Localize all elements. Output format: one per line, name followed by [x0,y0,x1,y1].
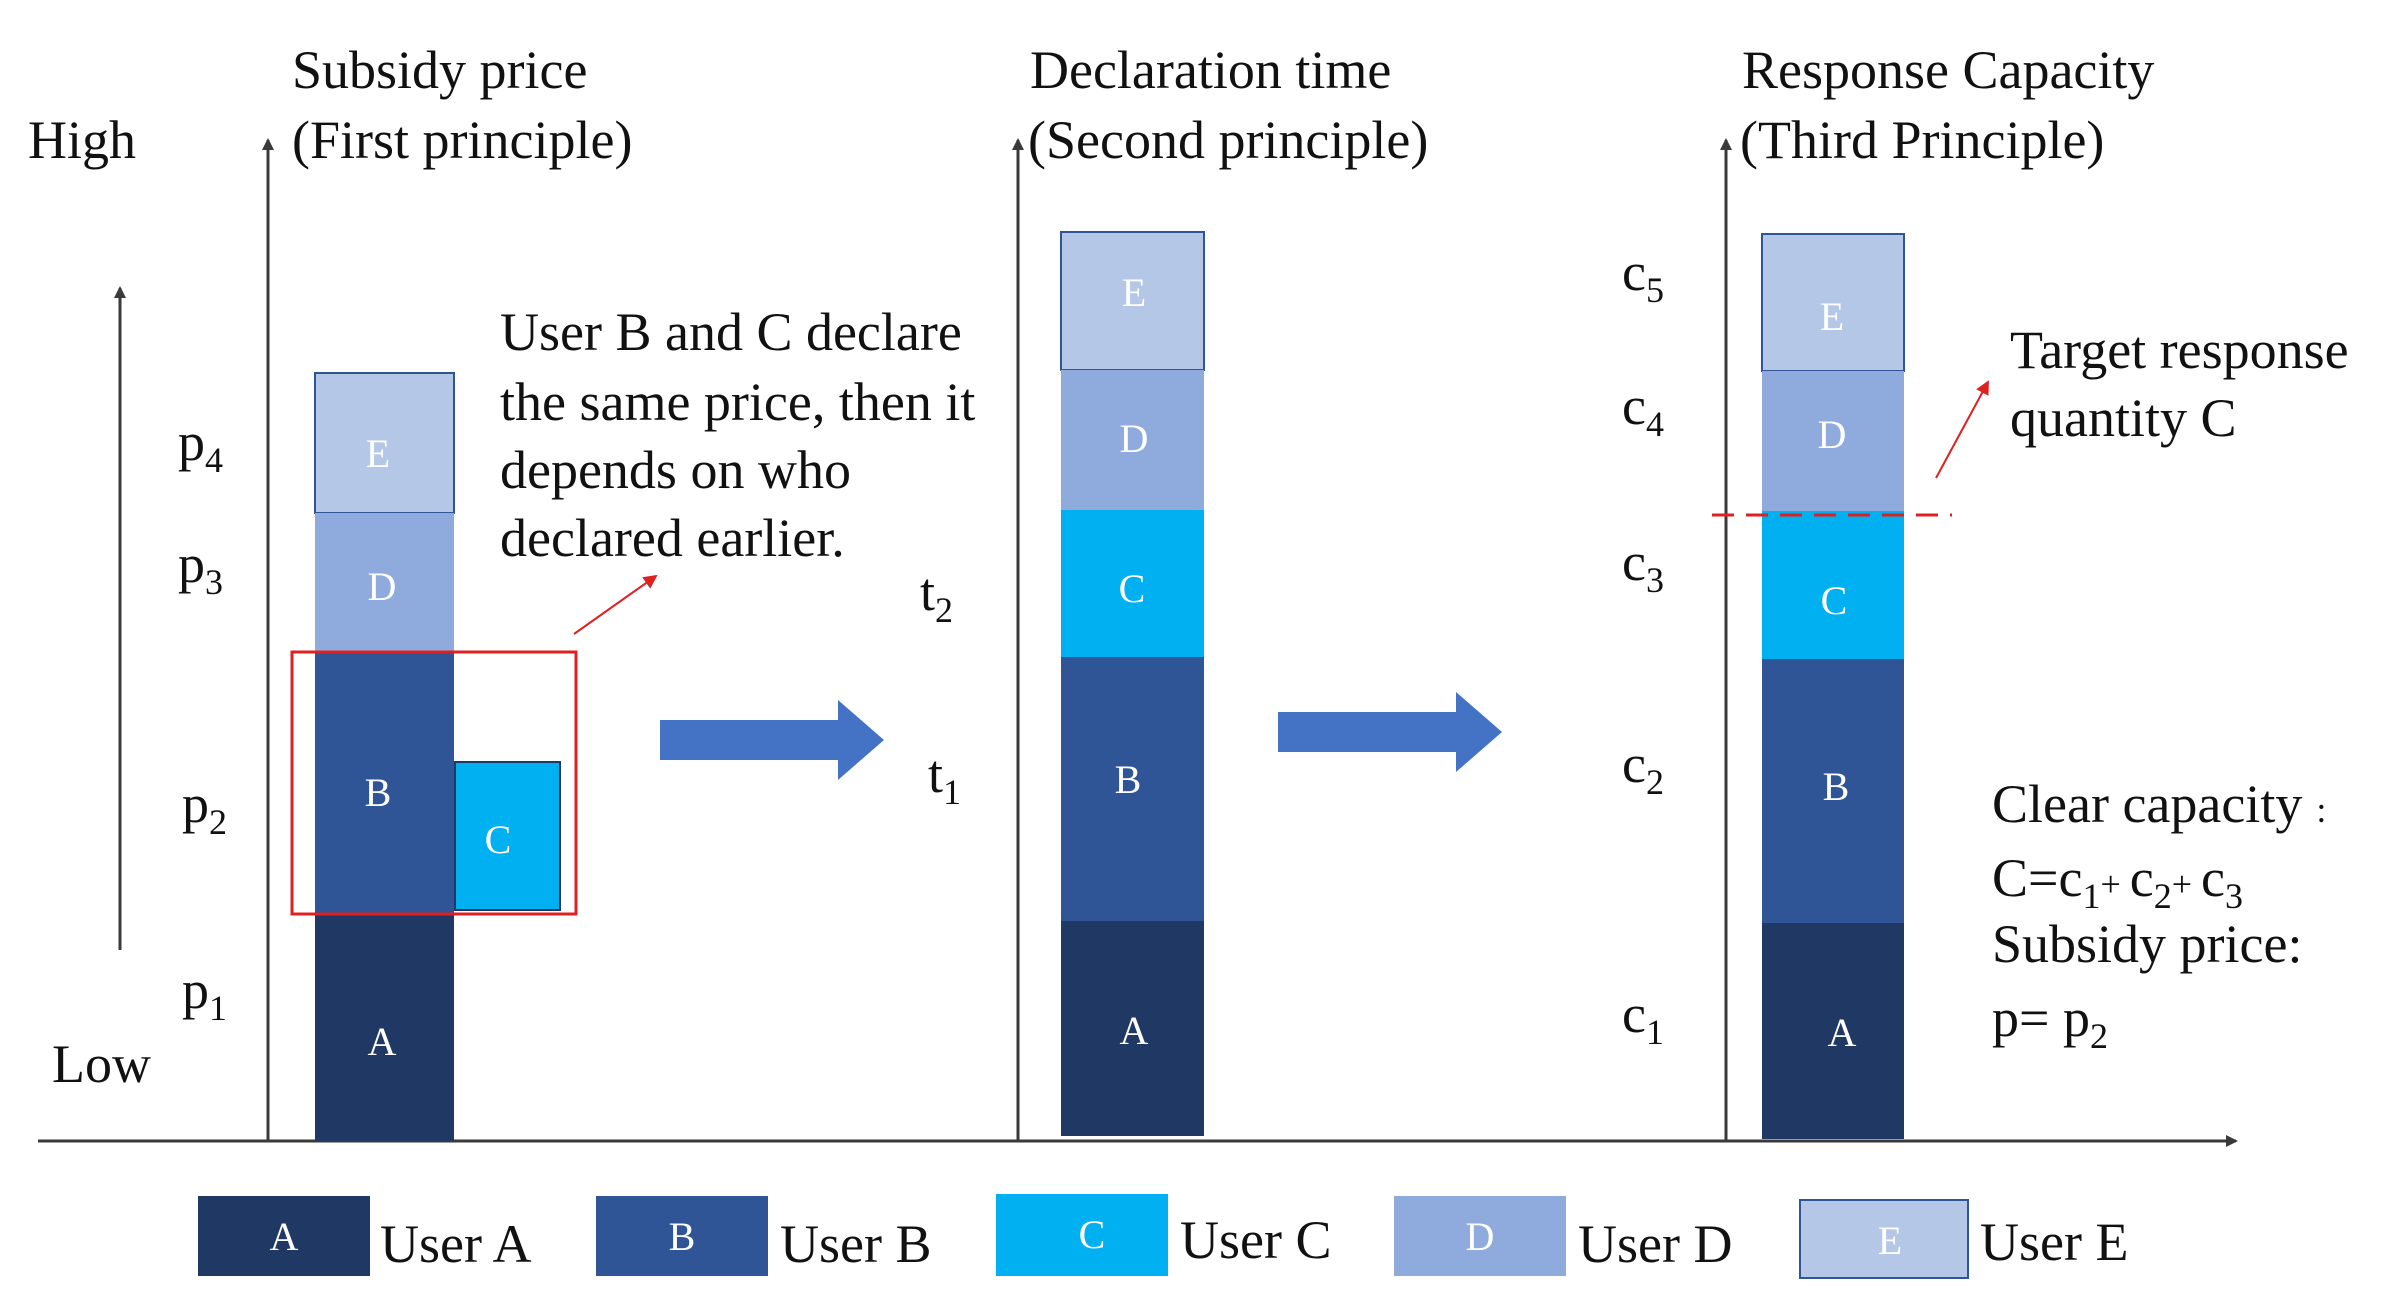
legend-swatch-user-e [1799,1199,1969,1279]
panel2-block-label-c: C [1119,566,1146,611]
panel1-block-label-a: A [368,1019,397,1064]
panel1-block-label-e: E [366,431,390,476]
legend-swatch-user-d [1394,1196,1566,1276]
price-level-p1: p1 [182,960,227,1028]
panel-declaration-time: Declaration time (Second principle) t2 t… [920,40,1428,1141]
flow-arrow-1 [660,700,884,780]
panel2-title-line2: (Second principle) [1028,110,1428,170]
panel3-block-label-a: A [1828,1010,1857,1055]
panel3-block-label-c: C [1821,578,1848,623]
capacity-c3: c3 [1622,532,1664,600]
panel1-block-user-b [315,652,454,915]
legend-code-a: A [270,1214,299,1259]
panel1-block-label-b: B [365,770,392,815]
target-label-line2: quantity C [2010,388,2237,448]
time-t2: t2 [920,562,953,630]
clear-capacity-label: Clear capacity: [1992,774,2326,834]
panel3-block-user-b [1762,659,1904,923]
panel3-block-user-d [1762,371,1904,511]
panel3-block-label-b: B [1823,764,1850,809]
clear-capacity-formula: C=c1+ c2+ c3 [1992,848,2243,916]
panel3-title-line1: Response Capacity [1742,40,2154,100]
panel2-block-label-b: B [1115,757,1142,802]
legend-swatch-user-c [996,1194,1168,1276]
low-label: Low [52,1034,151,1094]
legend-label-user-c: User C [1180,1210,1331,1270]
panel3-title-line2: (Third Principle) [1740,110,2104,170]
note-pointer-arrow [573,574,658,635]
panel2-block-label-d: D [1120,416,1149,461]
capacity-c4: c4 [1622,376,1664,444]
target-pointer-arrow [1935,380,1989,479]
panel2-block-label-a: A [1120,1008,1149,1053]
flow-arrow-2 [1278,692,1502,772]
tie-break-note-line3: depends on who [500,440,851,500]
capacity-c2: c2 [1622,734,1664,802]
panel2-block-user-b [1061,657,1204,921]
panel2-block-user-c [1061,510,1204,657]
legend-label-user-b: User B [780,1214,931,1274]
time-t1: t1 [928,744,961,812]
tie-break-note-line1: User B and C declare [500,302,962,362]
legend-label-user-a: User A [380,1214,531,1274]
panel1-block-user-a [315,915,454,1141]
panel2-block-user-a [1061,921,1204,1136]
panel2-title-line1: Declaration time [1030,40,1391,100]
subsidy-price-value: p= p2 [1992,988,2108,1056]
legend-label-user-d: User D [1578,1214,1732,1274]
panel3-block-label-e: E [1820,294,1844,339]
panel2-block-user-e [1060,231,1205,371]
panel1-block-user-d [315,513,454,652]
panel3-block-label-d: D [1818,412,1847,457]
panel3-block-user-e [1761,233,1905,372]
capacity-c1: c1 [1622,984,1664,1052]
panel3-block-user-c [1762,511,1904,659]
subsidy-price-label: Subsidy price: [1992,914,2303,974]
legend-swatch-user-b [596,1196,768,1276]
panel-response-capacity: Response Capacity (Third Principle) c5 c… [1622,40,2349,1141]
same-price-highlight-box [290,650,578,916]
panel1-block-label-d: D [368,564,397,609]
panel1-block-user-c [454,761,561,911]
panel1-title-line1: Subsidy price [292,40,587,100]
price-level-p3: p3 [178,534,223,602]
panel1-title-line2: (First principle) [292,110,632,170]
panel2-block-user-d [1061,370,1204,510]
legend-code-c: C [1079,1212,1106,1257]
panel1-block-label-c: C [485,817,512,862]
legend: A User A B User B C User C D User D E Us… [198,1194,2128,1279]
target-label-line1: Target response [2010,320,2349,380]
price-level-p2: p2 [182,774,227,842]
price-level-p4: p4 [178,412,223,480]
legend-code-d: D [1466,1214,1495,1259]
tie-break-note-line4: declared earlier. [500,508,845,568]
panel3-block-user-a [1762,923,1904,1139]
tie-break-note-line2: the same price, then it [500,372,975,432]
panel1-block-user-e [314,372,455,514]
panel-subsidy-price: Subsidy price (First principle) High Low… [28,40,975,1141]
legend-code-e: E [1878,1218,1902,1263]
capacity-c5: c5 [1622,242,1664,310]
legend-swatch-user-a [198,1196,370,1276]
panel2-block-label-e: E [1122,270,1146,315]
high-label: High [28,110,136,170]
legend-label-user-e: User E [1980,1212,2128,1272]
legend-code-b: B [669,1214,696,1259]
